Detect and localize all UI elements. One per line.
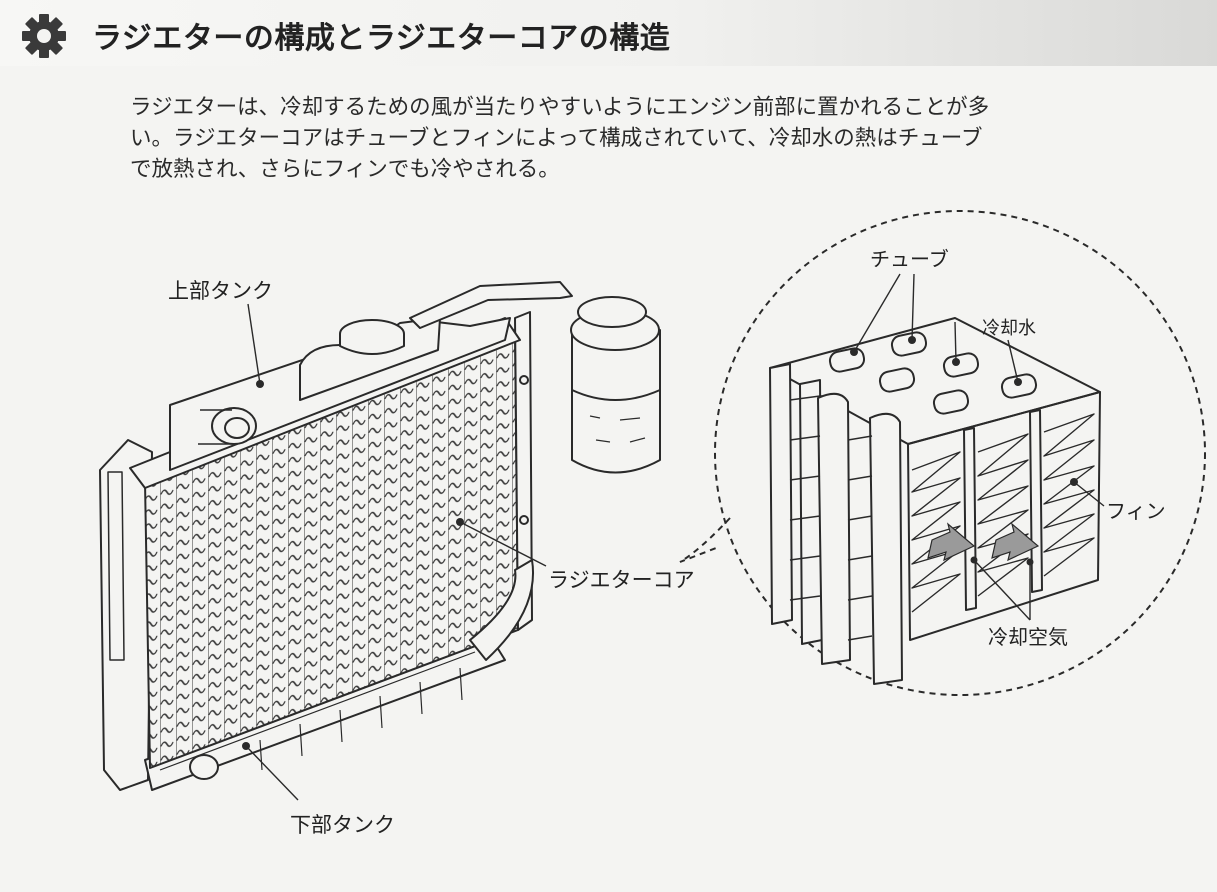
reservoir-tank xyxy=(571,329,661,474)
drain-cock xyxy=(189,754,219,780)
gear-icon xyxy=(22,14,66,58)
cooling-air-label: 冷却空気 xyxy=(988,625,1068,649)
coolant-label: 冷却水 xyxy=(982,318,1036,339)
lower-tank-label: 下部タンク xyxy=(290,813,395,837)
description-line: い。ラジエターコアはチューブとフィンによって構成されていて、冷却水の熱はチューブ xyxy=(130,126,983,151)
page-title: ラジエターの構成とラジエターコアの構造 xyxy=(92,21,671,56)
magnified-core-circle xyxy=(679,210,1206,696)
fin-label: フィン xyxy=(1106,499,1166,523)
description-line: で放熱され、さらにフィンでも冷やされる。 xyxy=(130,157,560,182)
radiator-illustration xyxy=(99,281,661,791)
overflow-hose xyxy=(409,281,573,329)
lower-hose xyxy=(469,559,534,661)
description-line: ラジエターは、冷却するための風が当たりやすいようにエンジン前部に置かれることが多 xyxy=(130,95,990,120)
tube-label: チューブ xyxy=(870,247,949,271)
header-bar: ラジエターの構成とラジエターコアの構造 xyxy=(0,0,1217,66)
upper-tank-label: 上部タンク xyxy=(168,279,273,303)
description-paragraph: ラジエターは、冷却するための風が当たりやすいようにエンジン前部に置かれることが多… xyxy=(130,92,1160,185)
radiator-diagram: 上部タンク ラジエターコア 下部タンク xyxy=(99,210,1206,837)
radiator-core-label: ラジエターコア xyxy=(548,568,695,592)
airflow-arrows xyxy=(927,522,1040,562)
